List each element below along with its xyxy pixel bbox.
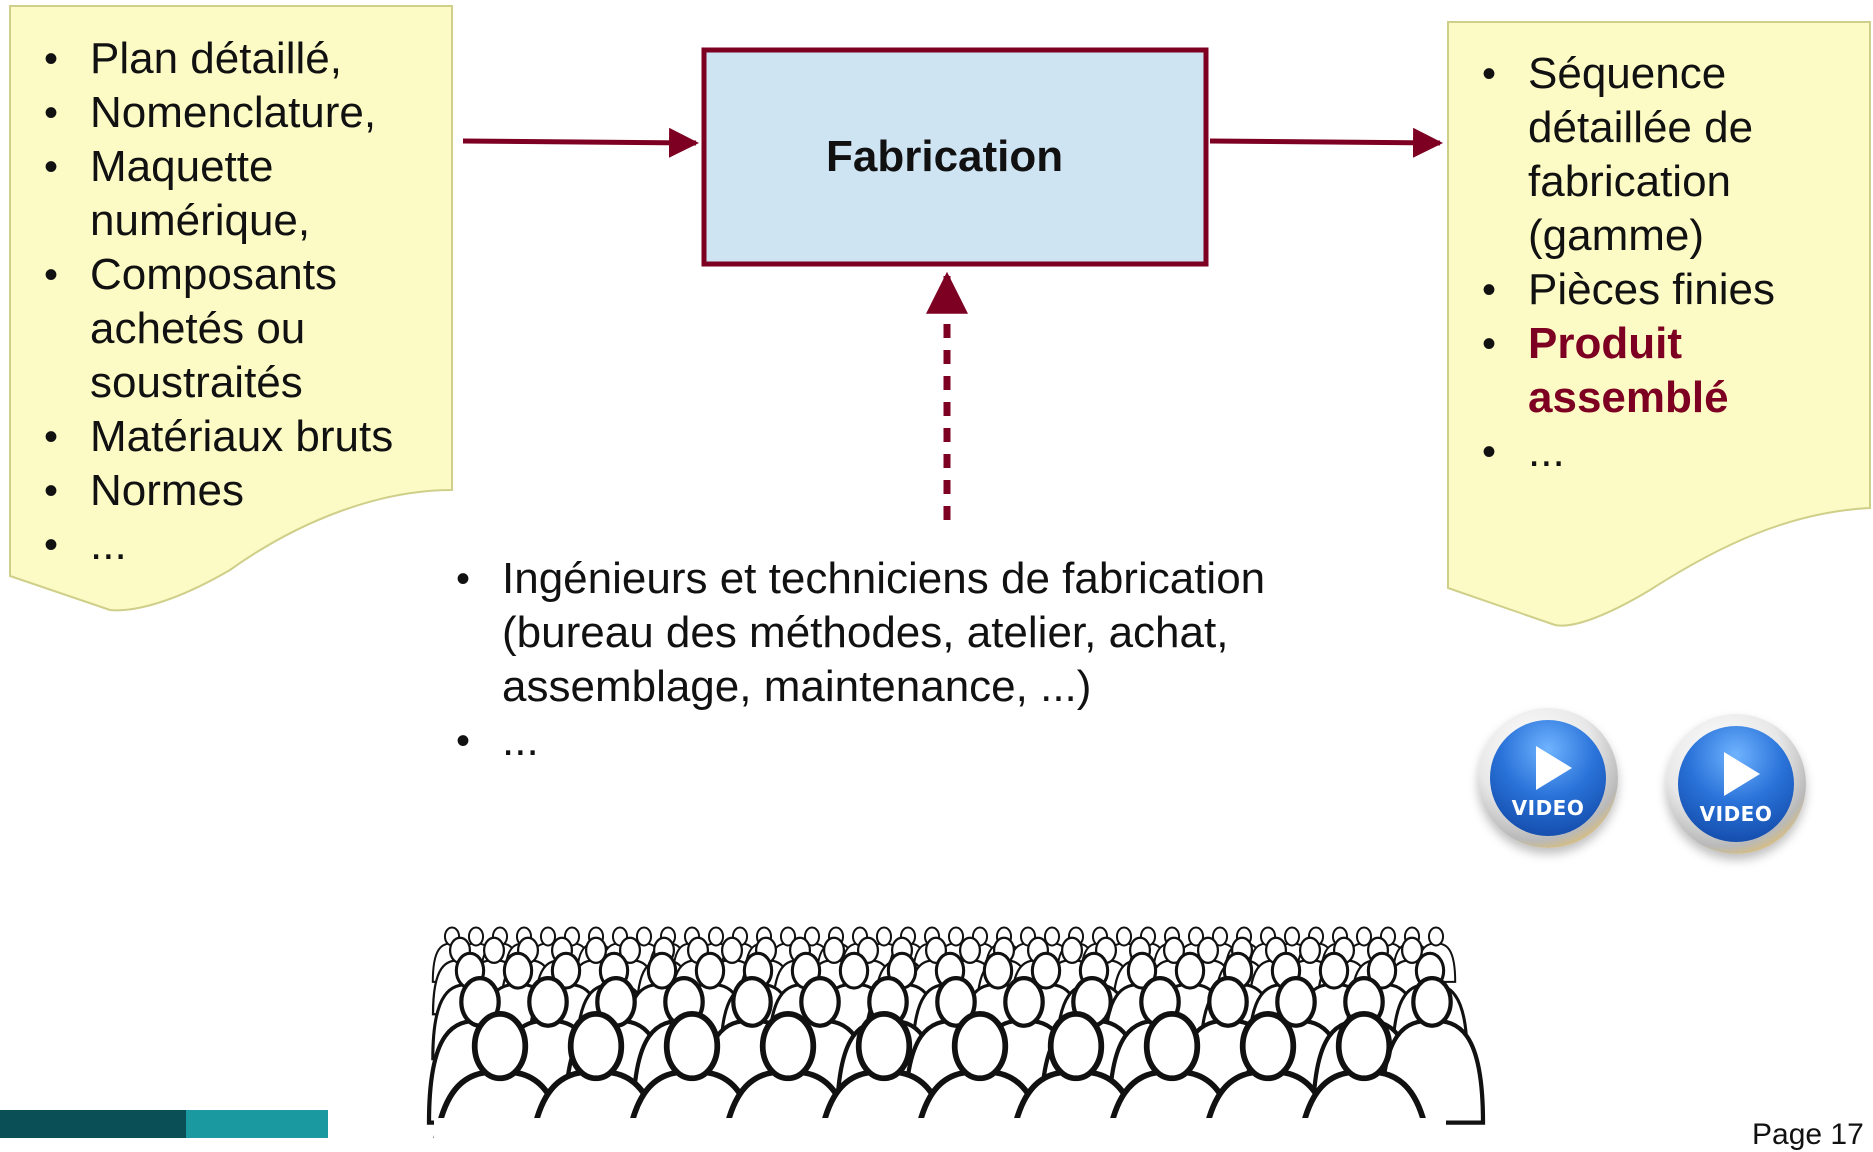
- play-icon: [1536, 746, 1572, 790]
- process-title: Fabrication: [826, 132, 1064, 181]
- list-item: •Nomenclature,: [44, 88, 377, 137]
- process-box-shape: [701, 47, 1209, 267]
- page-number: Page 17: [1752, 1118, 1864, 1151]
- play-video-icon: VIDEO: [1678, 726, 1794, 842]
- footer-logo-left: [0, 1110, 186, 1138]
- output-arrow: [1209, 127, 1443, 158]
- list-item: •...: [1482, 427, 1565, 476]
- list-item: •...: [44, 520, 127, 569]
- play-icon: [1724, 752, 1760, 796]
- play-video-icon: VIDEO: [1490, 720, 1606, 836]
- list-item: •Normes: [44, 466, 245, 515]
- crowd-illustration: [426, 922, 1486, 1138]
- list-item: •Pièces finies: [1482, 265, 1776, 314]
- inputs-note-shape: [9, 5, 453, 612]
- inputs-list: •Plan détaillé, •Nomenclature, •Maquette…: [14, 32, 454, 572]
- list-item: •Ingénieurs et techniciens de fabricatio…: [456, 554, 1266, 711]
- footer-logo-right: [186, 1110, 328, 1138]
- list-item: •Plan détaillé,: [44, 34, 342, 83]
- resources-list: •Ingénieurs et techniciens de fabricatio…: [426, 552, 1326, 768]
- list-item: •Matériaux bruts: [44, 412, 394, 461]
- input-arrow: [462, 127, 699, 158]
- process-box: Fabrication: [703, 50, 1207, 264]
- list-item: •...: [456, 716, 539, 765]
- outputs-note-shape: [1447, 21, 1871, 627]
- video-button-2[interactable]: VIDEO: [1666, 714, 1806, 854]
- video-button-1[interactable]: VIDEO: [1478, 708, 1618, 848]
